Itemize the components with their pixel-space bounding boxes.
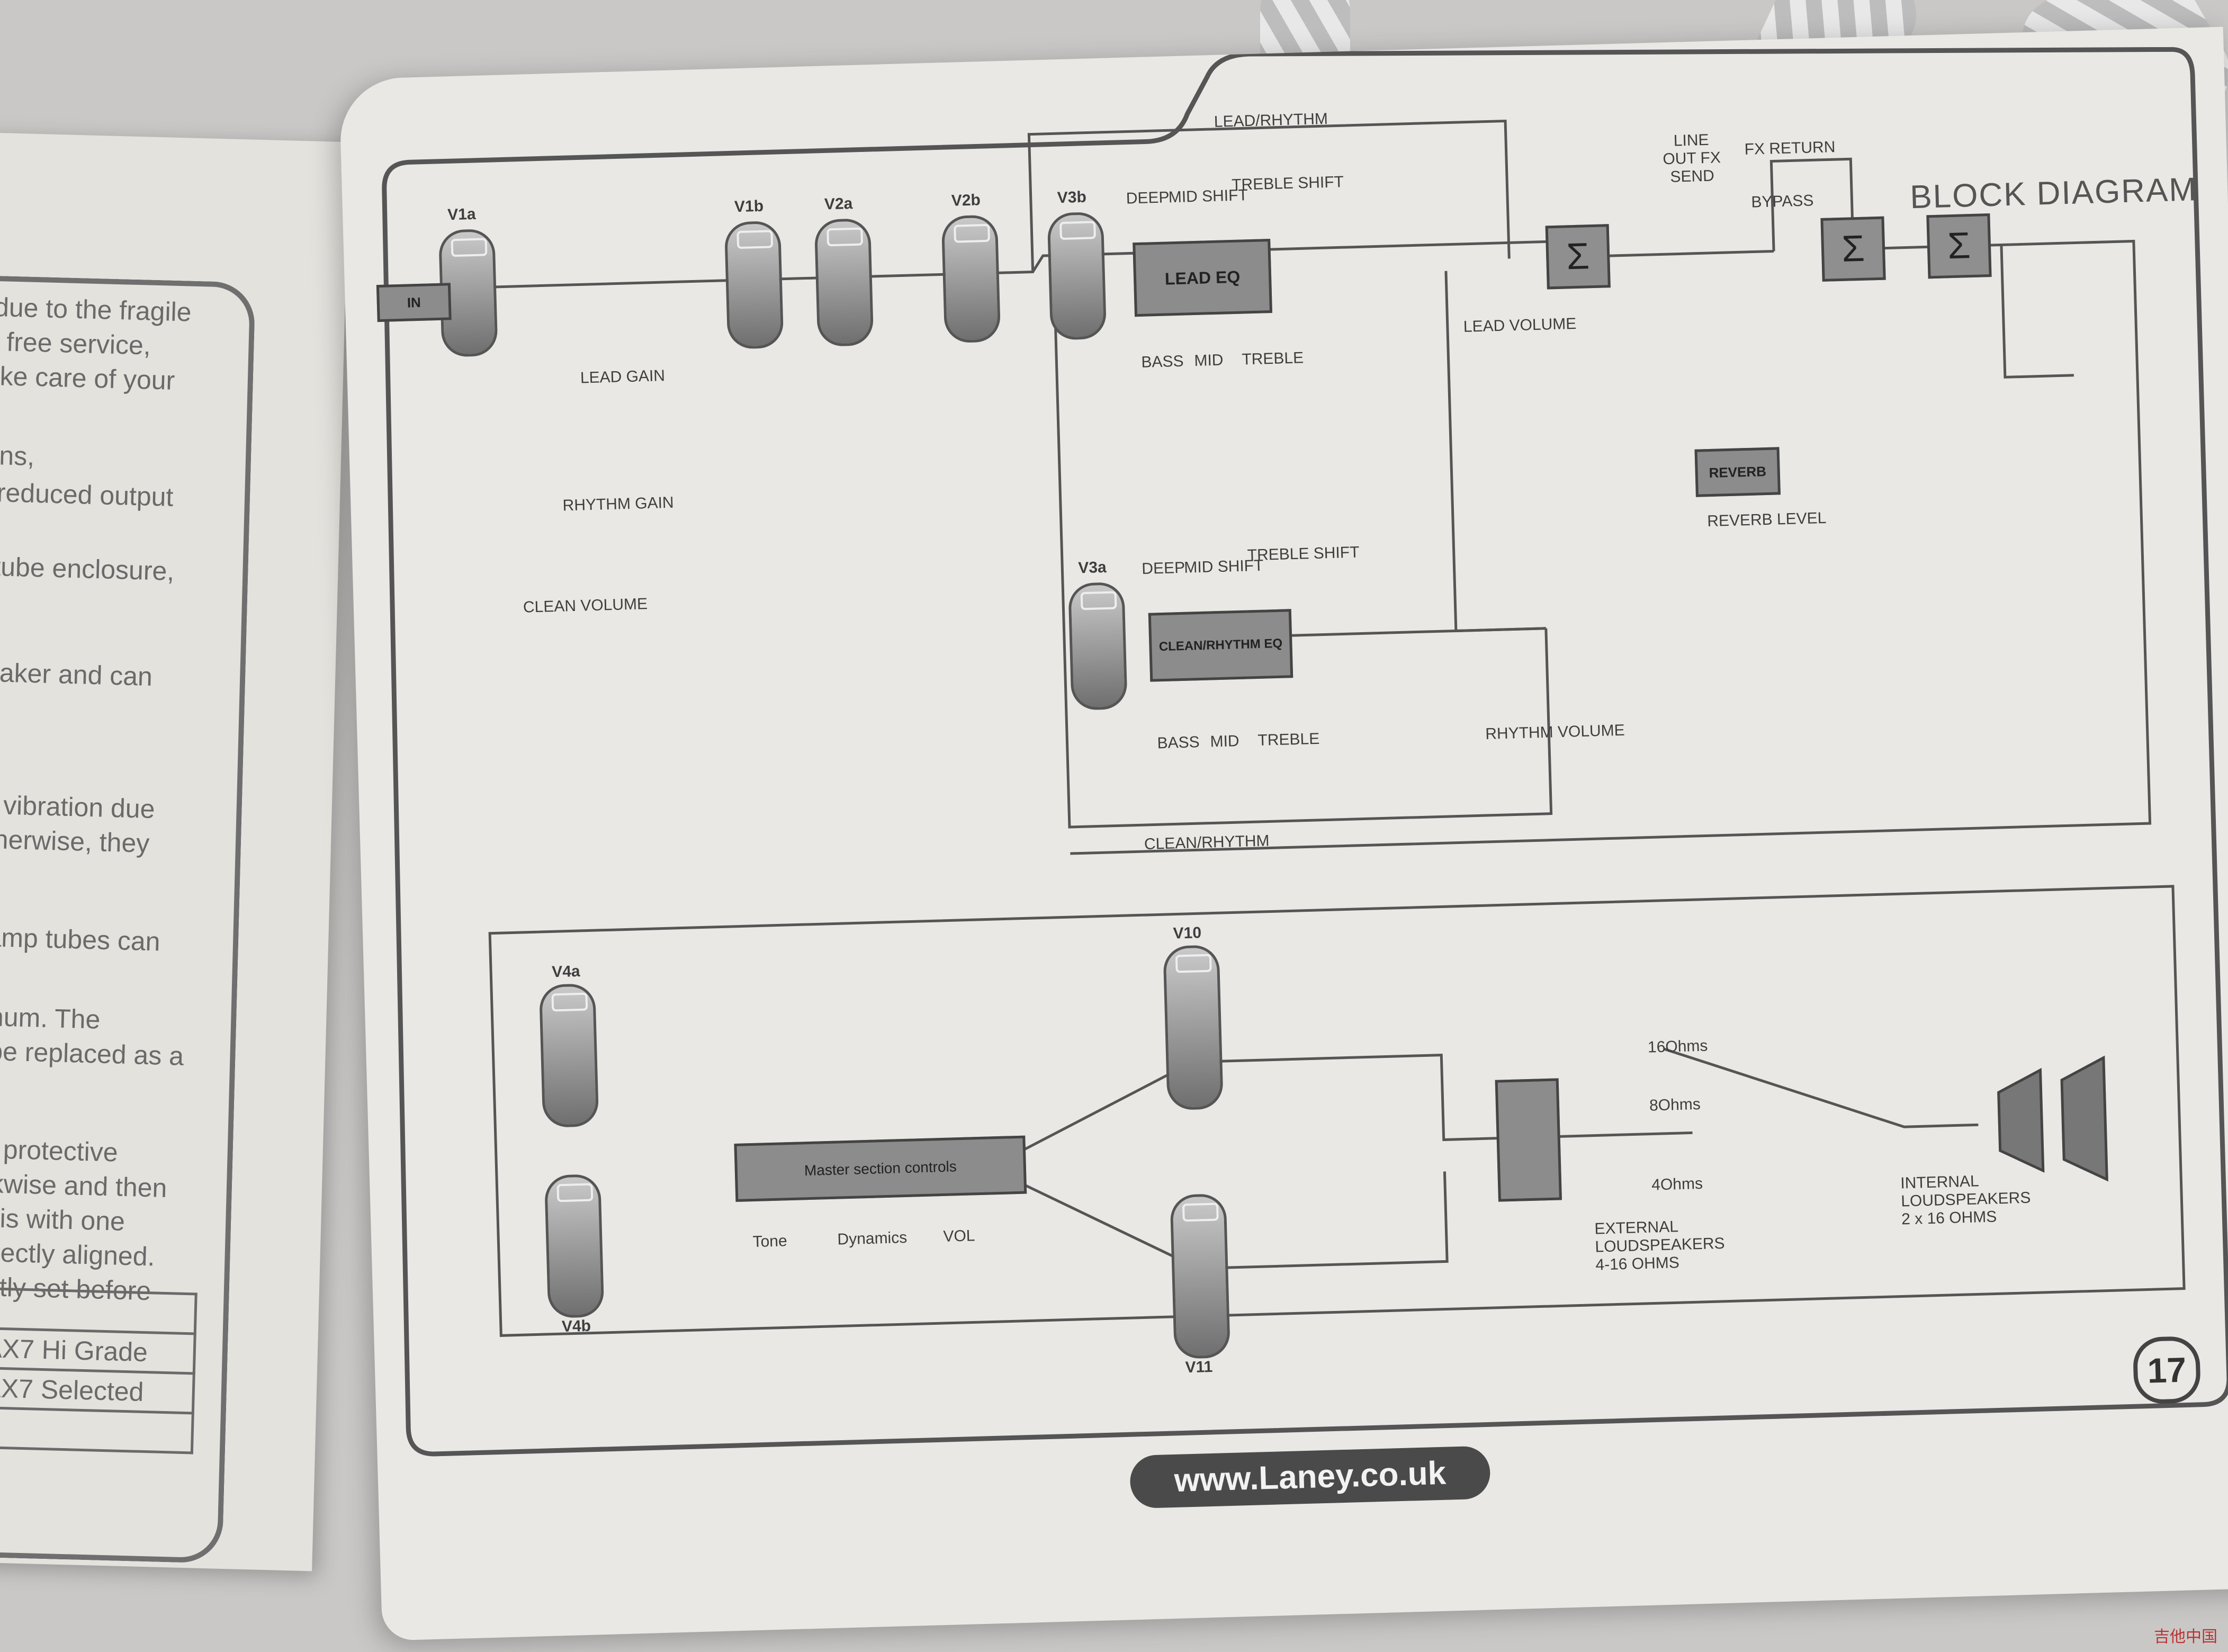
left-text-line: reamp tubes can bbox=[0, 921, 161, 957]
ohm-16-label: 16Ohms bbox=[1647, 1037, 1708, 1056]
tube-type-table: pe 12AX7 Hi Grade 12AX7 Selected bbox=[0, 1286, 197, 1454]
tube-label: V4a bbox=[551, 962, 581, 981]
left-text-line: n reduced output bbox=[0, 477, 174, 512]
sum-node-3: Σ bbox=[1926, 213, 1992, 279]
ohm-8-label: 8Ohms bbox=[1649, 1095, 1701, 1115]
table-cell: 12AX7 Selected bbox=[0, 1367, 194, 1413]
clean-mid-label: MID bbox=[1210, 732, 1240, 751]
table-cell: pe bbox=[0, 1287, 196, 1334]
external-loudspeakers-label: EXTERNAL LOUDSPEAKERS 4-16 OHMS bbox=[1594, 1218, 1725, 1274]
fx-return-label: FX RETURN bbox=[1744, 138, 1836, 158]
left-text-line: lockwise and then bbox=[0, 1168, 168, 1203]
tube-v10 bbox=[1163, 945, 1224, 1111]
clean-treble-shift-label: TREBLE SHIFT bbox=[1247, 543, 1360, 564]
left-text-line: ed vibration due bbox=[0, 789, 156, 824]
lead-treble-shift-label: TREBLE SHIFT bbox=[1231, 173, 1344, 194]
tube-label: V2b bbox=[951, 191, 981, 210]
left-text-line: peaker and can bbox=[0, 657, 153, 692]
master-section-block: Master section controls bbox=[734, 1135, 1027, 1202]
dynamics-label: Dynamics bbox=[837, 1228, 908, 1249]
internal-loudspeakers-label: INTERNAL LOUDSPEAKERS 2 x 16 OHMS bbox=[1900, 1172, 2031, 1228]
bypass-label: BYPASS bbox=[1751, 192, 1814, 211]
bus-label-lead: LEAD/RHYTHM bbox=[1214, 110, 1328, 131]
tube-label: V3a bbox=[1077, 558, 1107, 577]
left-text-line: Otherwise, they bbox=[0, 823, 150, 858]
tube-v2a bbox=[814, 218, 874, 347]
tube-v3a bbox=[1068, 581, 1128, 711]
fx-send-label: LINE OUT FX SEND bbox=[1662, 131, 1721, 186]
lead-mid-label: MID bbox=[1194, 351, 1224, 370]
page-title: BLOCK DIAGRAM bbox=[1909, 171, 2198, 216]
tube-label: V10 bbox=[1173, 924, 1202, 942]
left-text-line: ld be replaced as a bbox=[0, 1036, 184, 1071]
left-text-line: correctly aligned. bbox=[0, 1236, 156, 1272]
watermark: 吉他中国 bbox=[2154, 1628, 2217, 1646]
reverb-level-label: REVERB LEVEL bbox=[1706, 509, 1827, 531]
bus-label-clean: CLEAN/RHYTHM bbox=[1144, 832, 1270, 854]
tube-label: V1b bbox=[734, 197, 764, 216]
clean-volume-label: CLEAN VOLUME bbox=[523, 595, 648, 616]
clean-eq-block: CLEAN/RHYTHM EQ bbox=[1148, 609, 1293, 682]
lead-bass-label: BASS bbox=[1141, 352, 1184, 371]
output-transformer bbox=[1495, 1078, 1562, 1202]
tube-v1b bbox=[724, 220, 784, 349]
lead-treble-label: TREBLE bbox=[1241, 349, 1304, 369]
tube-v2b bbox=[941, 214, 1001, 344]
left-text-line: rans, bbox=[0, 440, 35, 471]
lead-gain-label: LEAD GAIN bbox=[580, 367, 666, 387]
clean-treble-label: TREBLE bbox=[1257, 730, 1320, 750]
input-block: IN bbox=[376, 283, 452, 322]
reverb-block: REVERB bbox=[1694, 447, 1781, 497]
clean-deep-label: DEEP bbox=[1141, 559, 1185, 578]
left-text-line: t due to the fragile bbox=[0, 292, 192, 327]
tube-v11 bbox=[1170, 1193, 1231, 1359]
sum-node-1: Σ bbox=[1545, 224, 1611, 290]
table-cell: 12AX7 Hi Grade bbox=[0, 1327, 195, 1373]
left-page: t due to the fragile le free service, ta… bbox=[0, 132, 349, 1572]
rhythm-gain-label: RHYTHM GAIN bbox=[562, 493, 675, 515]
website-url: www.Laney.co.uk bbox=[1129, 1446, 1491, 1509]
left-text-line: le free service, bbox=[0, 326, 151, 361]
tube-label: V3b bbox=[1057, 188, 1087, 207]
sum-node-2: Σ bbox=[1820, 216, 1886, 282]
lead-volume-label: LEAD VOLUME bbox=[1463, 315, 1577, 336]
ohm-4-label: 4Ohms bbox=[1651, 1174, 1703, 1194]
tube-label: V4b bbox=[561, 1317, 591, 1336]
left-text-line: n this with one bbox=[0, 1202, 125, 1236]
left-text-line: el hum. The bbox=[0, 1001, 101, 1035]
left-text-line: ear protective bbox=[0, 1134, 119, 1168]
tube-label: V2a bbox=[824, 195, 853, 213]
vol-label: VOL bbox=[943, 1227, 975, 1245]
tube-v3b bbox=[1047, 211, 1107, 340]
lead-eq-block: LEAD EQ bbox=[1133, 239, 1272, 317]
tube-v4b bbox=[544, 1174, 605, 1318]
clean-bass-label: BASS bbox=[1157, 733, 1200, 752]
tube-v4a bbox=[538, 983, 599, 1128]
tube-label: V11 bbox=[1185, 1358, 1213, 1377]
left-text-line: s tube enclosure, bbox=[0, 551, 175, 586]
page-number: 17 bbox=[2132, 1335, 2202, 1405]
right-page: BLOCK DIAGRAM V1a V1b V2a V2b V3b V3a IN… bbox=[339, 26, 2228, 1641]
table-cell bbox=[0, 1406, 193, 1453]
left-text-line: take care of your bbox=[0, 361, 176, 396]
tone-label: Tone bbox=[752, 1232, 788, 1251]
lead-deep-label: DEEP bbox=[1126, 188, 1170, 208]
tube-label: V1a bbox=[447, 205, 477, 224]
